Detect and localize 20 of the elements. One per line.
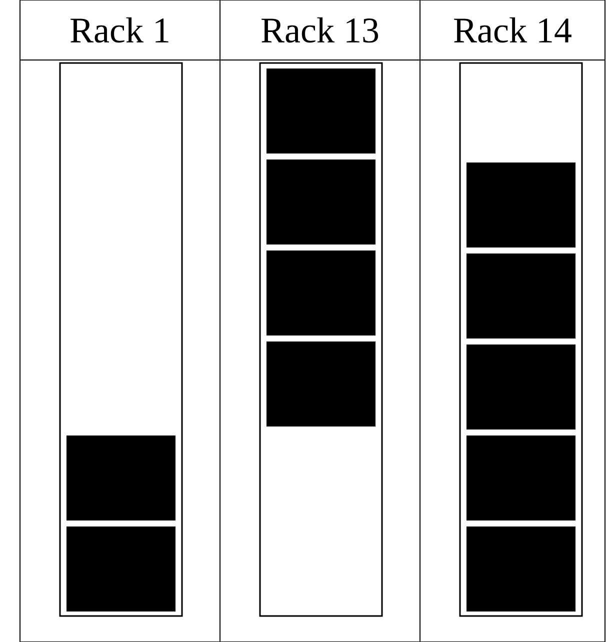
block: [266, 342, 376, 426]
block: [66, 526, 176, 612]
block: [466, 254, 576, 338]
column-header: Rack 14: [454, 17, 572, 43]
rack: [59, 62, 183, 617]
table-column: [220, 0, 420, 642]
block: [266, 250, 376, 336]
block: [466, 344, 576, 430]
block: [466, 162, 576, 248]
block: [466, 526, 576, 612]
block: [266, 160, 376, 244]
column-header: Rack 13: [262, 17, 378, 43]
column-header: Rack 1: [70, 17, 168, 43]
table-column: [420, 0, 606, 642]
block: [466, 436, 576, 520]
block: [266, 68, 376, 154]
rack: [459, 62, 583, 617]
table-column: [20, 0, 220, 642]
rack: [259, 62, 383, 617]
block: [66, 436, 176, 520]
